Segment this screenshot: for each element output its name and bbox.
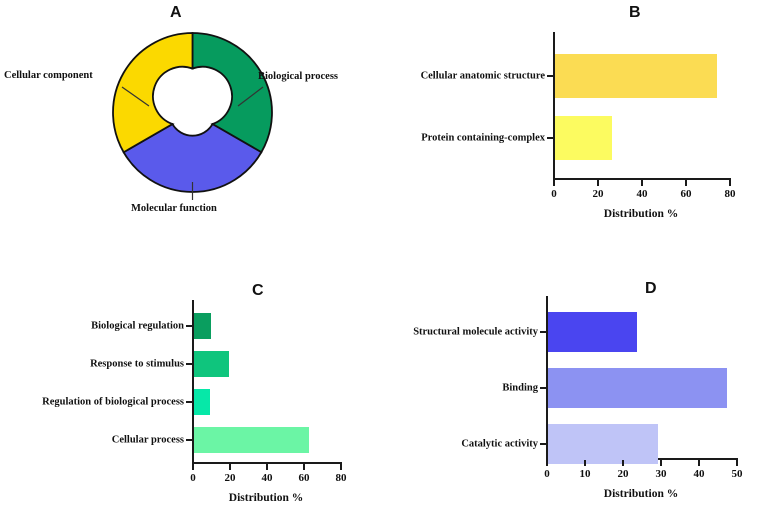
x-axis-tick [729,180,731,186]
x-axis-line [192,462,342,464]
x-axis-tick [229,464,231,470]
donut-chart [105,25,280,200]
y-axis-line [192,300,194,464]
x-axis-tick [192,464,194,470]
bar[interactable] [194,427,309,453]
x-axis-tick [266,464,268,470]
leader-line-cellular-component [121,86,150,107]
x-axis-tick-label: 80 [724,188,736,200]
x-axis-tick-label: 60 [680,188,692,200]
x-axis-tick-label: 0 [190,472,196,484]
x-axis-tick-label: 20 [592,188,604,200]
x-axis-tick [340,464,342,470]
category-label: Biological regulation [91,320,184,332]
panel-c-letter: C [252,282,264,299]
donut-label-molecular-function: Molecular function [131,203,217,214]
x-axis-tick-label: 10 [579,468,591,480]
x-axis-tick-label: 40 [693,468,705,480]
x-axis-tick [597,180,599,186]
x-axis-tick-label: 0 [544,468,550,480]
x-axis-tick-label: 80 [335,472,347,484]
donut-segment-molecular-function[interactable] [122,122,263,193]
category-tick [186,401,192,403]
x-axis-tick [553,180,555,186]
x-axis-title: Distribution % [228,492,304,504]
category-tick [547,137,553,139]
category-tick [186,325,192,327]
x-axis-tick [546,460,548,466]
x-axis-tick [641,180,643,186]
donut-svg [112,32,273,200]
x-axis-tick [622,460,624,466]
x-axis-tick-label: 40 [636,188,648,200]
x-axis-tick [698,460,700,466]
bar[interactable] [194,313,211,339]
bar[interactable] [548,368,727,408]
category-label: Cellular process [111,434,184,446]
donut-label-biological-process: Biological process [258,71,339,82]
leader-line-biological-process [237,86,264,107]
category-tick [540,331,546,333]
x-axis-tick [685,180,687,186]
x-axis-tick-label: 50 [731,468,743,480]
category-label: Structural molecule activity [413,326,538,338]
donut-segment-cellular-component[interactable] [112,32,194,154]
x-axis-tick-label: 20 [617,468,629,480]
bar[interactable] [548,312,638,352]
x-axis-tick [736,460,738,466]
category-label: Binding [502,382,538,394]
panel-d-letter: D [645,280,657,297]
y-axis-line [553,32,555,180]
x-axis-tick [584,460,586,466]
x-axis-tick-label: 0 [551,188,557,200]
x-axis-tick-label: 40 [261,472,273,484]
category-tick [540,443,546,445]
panel-a: A Cellular component Biological process … [0,0,387,256]
category-label: Response to stimulus [90,358,184,370]
x-axis-title: Distribution % [603,208,679,220]
donut-label-cellular-component: Cellular component [4,70,93,81]
category-label: Protein containing-complex [421,132,545,144]
x-axis-tick [303,464,305,470]
category-tick [186,363,192,365]
bar[interactable] [555,116,612,160]
category-label: Cellular anatomic structure [420,70,545,82]
panel-a-letter: A [170,4,182,21]
category-label: Catalytic activity [461,438,538,450]
x-axis-tick-label: 30 [655,468,667,480]
category-label: Regulation of biological process [42,396,184,408]
x-axis-tick-label: 60 [298,472,310,484]
y-axis-line [546,296,548,460]
category-tick [547,75,553,77]
bar[interactable] [548,424,659,464]
category-tick [186,439,192,441]
x-axis-title: Distribution % [603,488,679,500]
bar[interactable] [194,351,230,377]
x-axis-tick [660,460,662,466]
x-axis-tick-label: 20 [224,472,236,484]
panel-b-letter: B [629,4,641,21]
bar[interactable] [555,54,717,98]
bar[interactable] [194,389,210,415]
category-tick [540,387,546,389]
x-axis-line [553,178,731,180]
